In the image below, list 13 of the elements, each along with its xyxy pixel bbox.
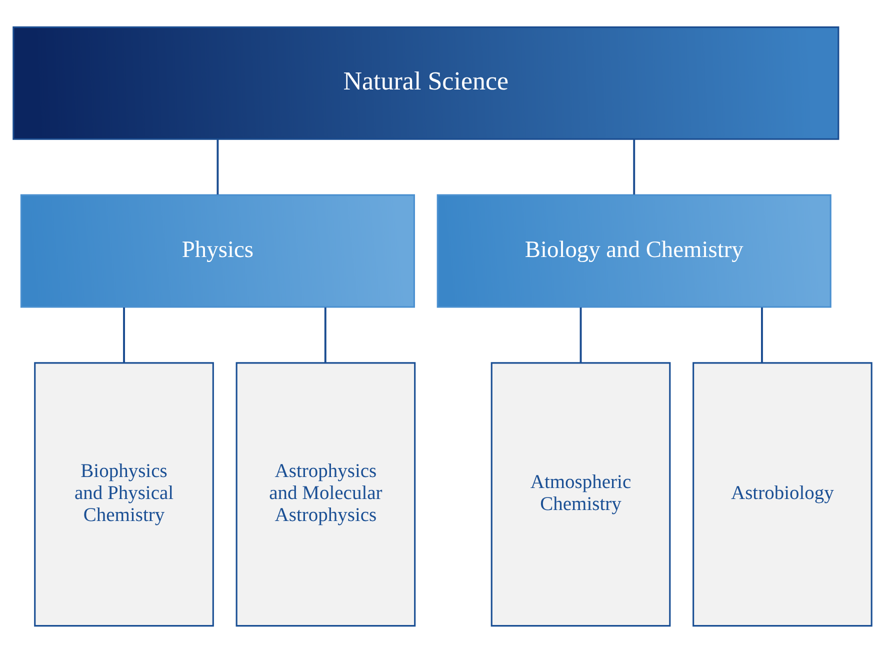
node-box: Natural Science [12, 26, 840, 140]
connector [633, 140, 636, 195]
connector [123, 307, 125, 363]
connector [761, 307, 763, 363]
node-box: Biophysics and Physical Chemistry [34, 362, 214, 627]
node-box: Physics [20, 194, 415, 308]
connector [324, 307, 326, 363]
connector [580, 307, 582, 363]
node-box: Atmospheric Chemistry [490, 362, 671, 627]
node-box: Astrobiology [692, 362, 872, 627]
node-box: Biology and Chemistry [436, 194, 832, 308]
node-box: Astrophysics and Molecular Astrophysics [236, 362, 416, 627]
connector [216, 140, 219, 195]
